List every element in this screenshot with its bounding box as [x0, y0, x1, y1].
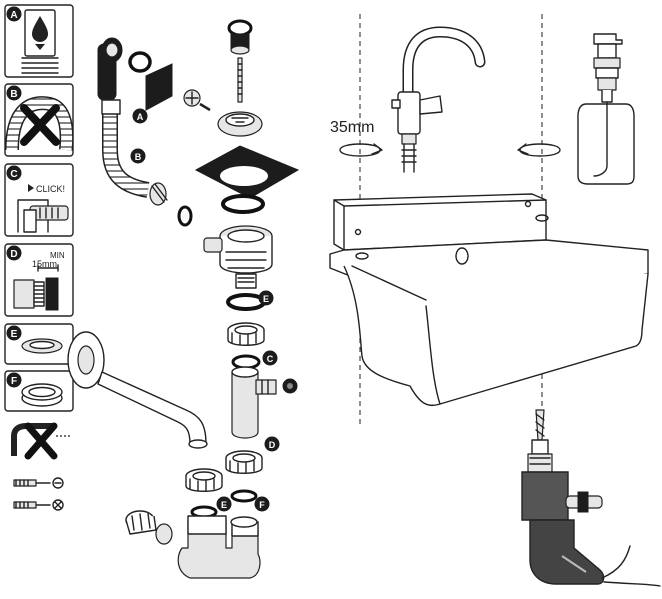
panel-f: F	[4, 370, 74, 412]
faucet	[391, 26, 486, 173]
bottle-trap	[125, 510, 261, 579]
svg-text:E: E	[263, 294, 269, 304]
wall-outlet-pipe	[67, 331, 208, 449]
trap-nut-upper	[227, 322, 265, 346]
svg-text:E: E	[221, 500, 227, 510]
panel-e: E	[4, 323, 74, 365]
panel-b: B	[4, 83, 74, 157]
soap-dispenser	[577, 33, 635, 185]
callout-b: B	[130, 148, 146, 164]
sink	[329, 193, 649, 407]
panel-c-letter: C	[10, 169, 17, 180]
rotate-arrow-left-icon	[339, 143, 383, 157]
screw-cross-icon	[13, 499, 64, 511]
overflow-assembly	[97, 37, 211, 227]
panel-a: A	[4, 4, 74, 78]
svg-text:F: F	[259, 500, 265, 510]
callout-a: A	[132, 108, 148, 124]
trap-tube	[231, 354, 298, 439]
drop-icon	[21, 9, 59, 74]
callout-f: F	[254, 496, 270, 512]
rotate-arrow-right-icon	[517, 143, 561, 157]
svg-text:B: B	[135, 152, 142, 162]
trap-nut-lower-left	[185, 468, 223, 492]
panel-d: D MIN 15mm	[4, 243, 74, 317]
drill	[521, 409, 661, 587]
svg-text:A: A	[137, 112, 144, 122]
panel-d-letter: D	[10, 249, 17, 260]
drain-plug	[217, 19, 263, 137]
screw-legend	[13, 477, 64, 511]
svg-text:D: D	[269, 440, 276, 450]
panel-f-letter: F	[11, 376, 17, 387]
min-text: MIN	[50, 251, 65, 260]
click-text: CLICK!	[36, 184, 65, 194]
panel-c: C CLICK!	[4, 163, 74, 237]
drain-gasket	[194, 145, 300, 214]
panel-a-letter: A	[10, 10, 17, 21]
callout-d: D	[264, 436, 280, 452]
trap-nut-lower-d	[225, 450, 263, 474]
panel-b-letter: B	[10, 89, 17, 100]
faucet-hole-size: 35mm	[330, 119, 374, 136]
min-distance-text: 15mm	[32, 259, 57, 269]
no-angle-warning-icon	[11, 422, 70, 460]
panel-e-letter: E	[11, 329, 18, 340]
svg-text:C: C	[267, 354, 274, 364]
callout-e-lower: E	[216, 496, 232, 512]
not-allowed-icon	[20, 104, 60, 146]
screw-minus-icon	[13, 477, 64, 489]
callout-e-upper: E	[258, 290, 274, 306]
callout-c: C	[262, 350, 278, 366]
